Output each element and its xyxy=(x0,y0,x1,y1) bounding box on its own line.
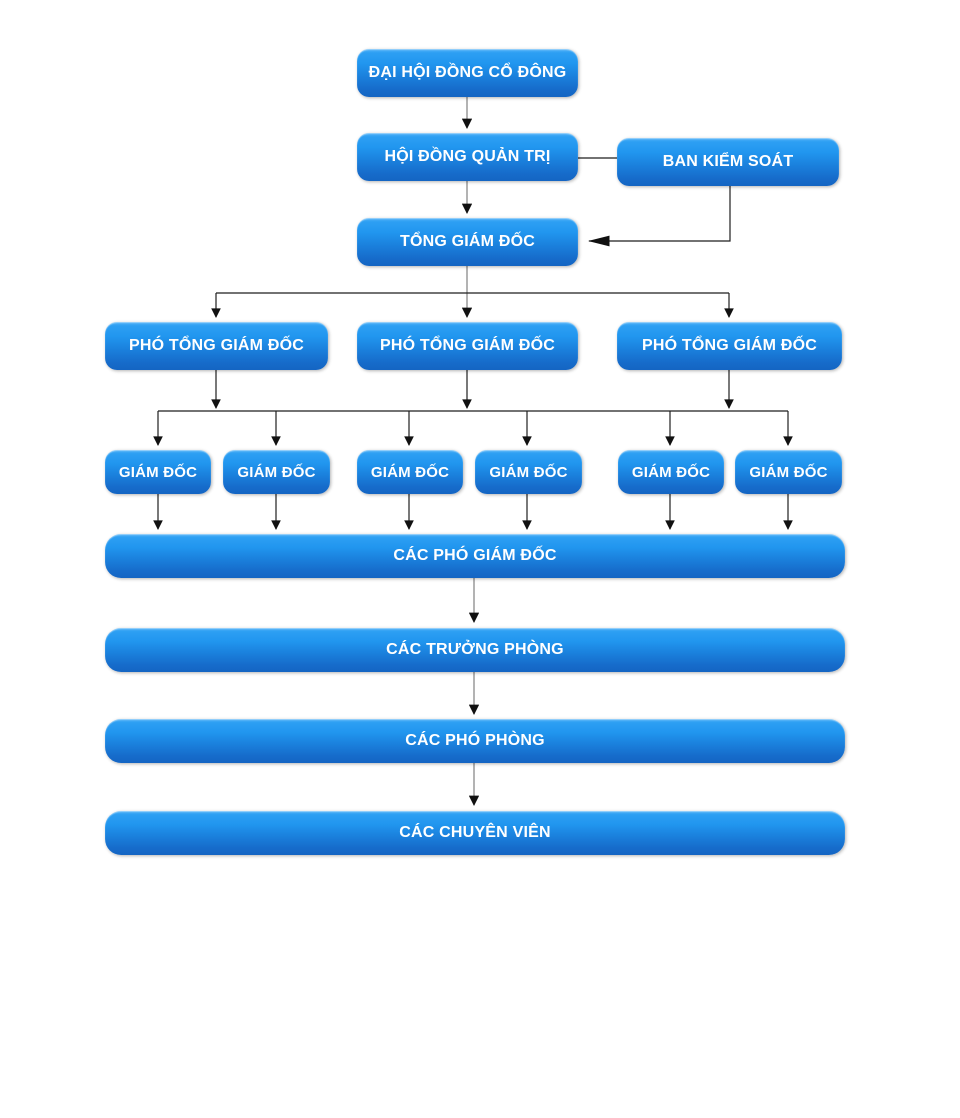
org-node-director-1: GIÁM ĐỐC xyxy=(105,450,211,494)
org-node-director-2: GIÁM ĐỐC xyxy=(223,450,330,494)
org-node-general-director: TỔNG GIÁM ĐỐC xyxy=(357,218,578,266)
org-node-deputy-general-director-2: PHÓ TỔNG GIÁM ĐỐC xyxy=(357,322,578,370)
org-node-deputy-directors: CÁC PHÓ GIÁM ĐỐC xyxy=(105,534,845,578)
org-node-specialists: CÁC CHUYÊN VIÊN xyxy=(105,811,845,855)
org-node-supervisory-board: BAN KIỂM SOÁT xyxy=(617,138,839,186)
org-node-director-6: GIÁM ĐỐC xyxy=(735,450,842,494)
org-node-deputy-general-director-3: PHÓ TỔNG GIÁM ĐỐC xyxy=(617,322,842,370)
org-node-director-3: GIÁM ĐỐC xyxy=(357,450,463,494)
org-node-department-heads: CÁC TRƯỞNG PHÒNG xyxy=(105,628,845,672)
org-node-director-5: GIÁM ĐỐC xyxy=(618,450,724,494)
org-node-director-4: GIÁM ĐỐC xyxy=(475,450,582,494)
org-node-deputy-general-director-1: PHÓ TỔNG GIÁM ĐỐC xyxy=(105,322,328,370)
org-node-shareholders-meeting: ĐẠI HỘI ĐỒNG CỔ ĐÔNG xyxy=(357,49,578,97)
org-node-deputy-department-heads: CÁC PHÓ PHÒNG xyxy=(105,719,845,763)
org-node-board-of-management: HỘI ĐỒNG QUẢN TRỊ xyxy=(357,133,578,181)
